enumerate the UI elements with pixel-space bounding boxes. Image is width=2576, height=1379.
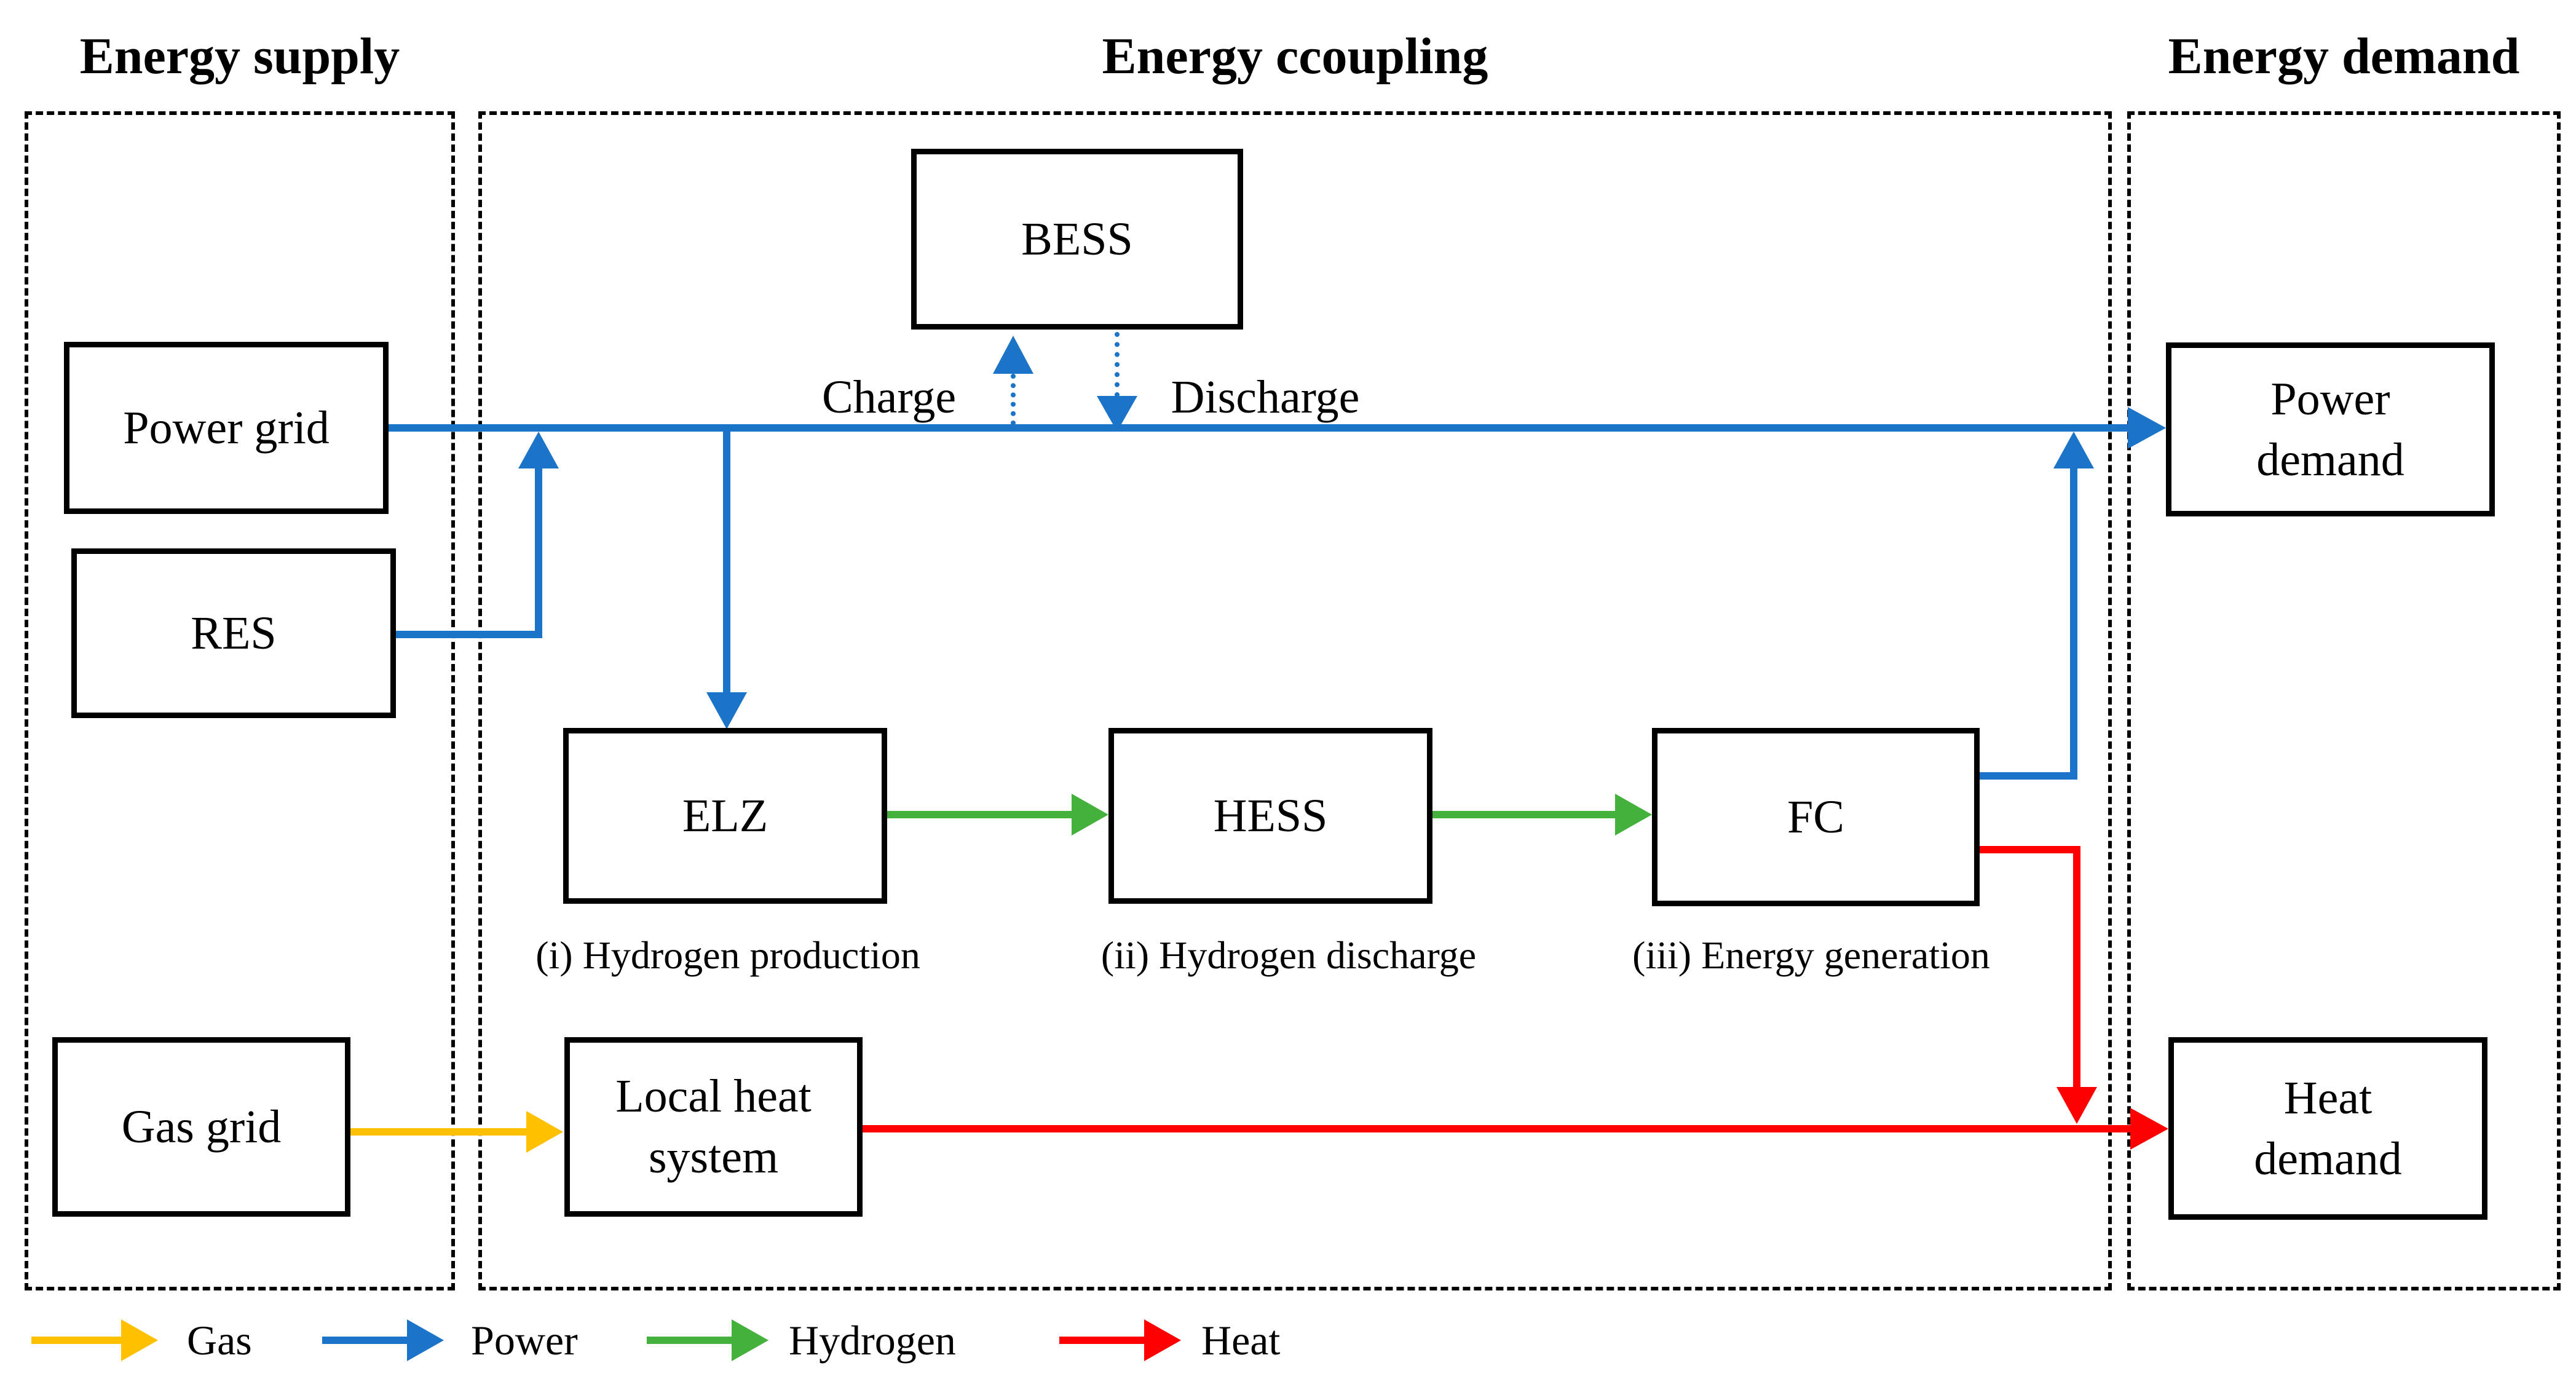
power-demand-arrow <box>2128 407 2166 449</box>
node-power-grid: Power grid <box>64 342 389 514</box>
elz-hess-arrow <box>1072 794 1108 836</box>
node-label-hess: HESS <box>1213 789 1328 842</box>
discharge-label: Discharge <box>1171 371 1360 423</box>
heat-demand-arrow <box>2130 1108 2168 1150</box>
elz-feed-arrow <box>706 692 747 729</box>
node-gas-grid: Gas grid <box>52 1037 350 1217</box>
legend-gas-line <box>31 1337 121 1344</box>
hess-fc-line <box>1432 811 1617 818</box>
section-title-energy-supply: Energy supply <box>79 28 400 85</box>
legend-power-arrow <box>407 1319 444 1361</box>
fc-heat-out-line <box>1980 846 2080 853</box>
fc-power-junction-arrow <box>2053 432 2094 468</box>
legend-gas-arrow <box>121 1319 158 1361</box>
node-local-heat-system: Local heat system <box>564 1037 863 1217</box>
fc-power-riser-line <box>2070 467 2077 780</box>
node-label-elz: ELZ <box>682 789 768 842</box>
power-main-line <box>389 424 2128 432</box>
node-label-local-heat-system-line2: system <box>648 1131 779 1183</box>
heat-main-line <box>863 1125 2130 1132</box>
node-label-bess: BESS <box>1021 213 1133 265</box>
node-res: RES <box>71 548 396 718</box>
res-riser-line <box>535 467 542 638</box>
gas-arrow <box>526 1111 563 1153</box>
node-label-heat-demand-line1: Heat <box>2283 1072 2373 1124</box>
elz-hess-line <box>887 811 1072 818</box>
bess-charge-arrow <box>993 336 1033 374</box>
node-power-demand: Power demand <box>2166 342 2495 516</box>
legend-label-heat: Heat <box>1201 1317 1281 1364</box>
fc-heat-drop-line <box>2073 846 2080 1087</box>
node-hess: HESS <box>1108 728 1432 904</box>
bess-charge-line <box>1011 374 1016 425</box>
heat-junction-arrow <box>2056 1087 2097 1124</box>
section-title-energy-coupling: Energy ccoupling <box>1102 28 1488 85</box>
fc-power-out-line <box>1980 772 2077 780</box>
node-elz: ELZ <box>563 728 887 904</box>
step-i-label: (i) Hydrogen production <box>535 933 920 977</box>
step-ii-label: (ii) Hydrogen discharge <box>1100 933 1477 977</box>
section-energy-coupling <box>478 111 2112 1290</box>
res-junction-arrow <box>518 432 559 468</box>
node-label-power-grid: Power grid <box>123 401 330 454</box>
hess-fc-arrow <box>1615 794 1652 836</box>
section-energy-demand <box>2127 111 2561 1290</box>
node-bess: BESS <box>911 149 1243 330</box>
node-label-power-demand-line1: Power <box>2270 373 2390 425</box>
step-iii-label: (iii) Energy generation <box>1632 933 1990 977</box>
section-energy-supply <box>25 111 455 1290</box>
charge-label: Charge <box>821 371 957 423</box>
legend-label-hydrogen: Hydrogen <box>789 1317 956 1364</box>
legend-hydrogen-line <box>647 1337 732 1344</box>
legend-heat-line <box>1059 1337 1144 1344</box>
node-label-fc: FC <box>1787 791 1844 843</box>
node-fc: FC <box>1652 728 1980 906</box>
node-label-heat-demand-line2: demand <box>2254 1132 2402 1185</box>
node-label-local-heat-system-line1: Local heat <box>615 1070 812 1123</box>
node-label-res: RES <box>191 607 277 659</box>
node-heat-demand: Heat demand <box>2168 1037 2487 1220</box>
legend-hydrogen-arrow <box>732 1319 768 1361</box>
legend-heat-arrow <box>1144 1319 1181 1361</box>
section-title-energy-demand: Energy demand <box>2168 28 2520 85</box>
legend-power-line <box>322 1337 407 1344</box>
res-out-line <box>396 631 542 638</box>
bess-discharge-arrow <box>1097 396 1137 432</box>
legend-label-power: Power <box>471 1317 578 1364</box>
legend-label-gas: Gas <box>187 1317 252 1364</box>
bess-discharge-line <box>1115 332 1120 397</box>
elz-feed-line <box>723 428 730 693</box>
node-label-gas-grid: Gas grid <box>121 1100 282 1153</box>
node-label-power-demand-line2: demand <box>2256 433 2404 486</box>
gas-line <box>350 1128 526 1136</box>
